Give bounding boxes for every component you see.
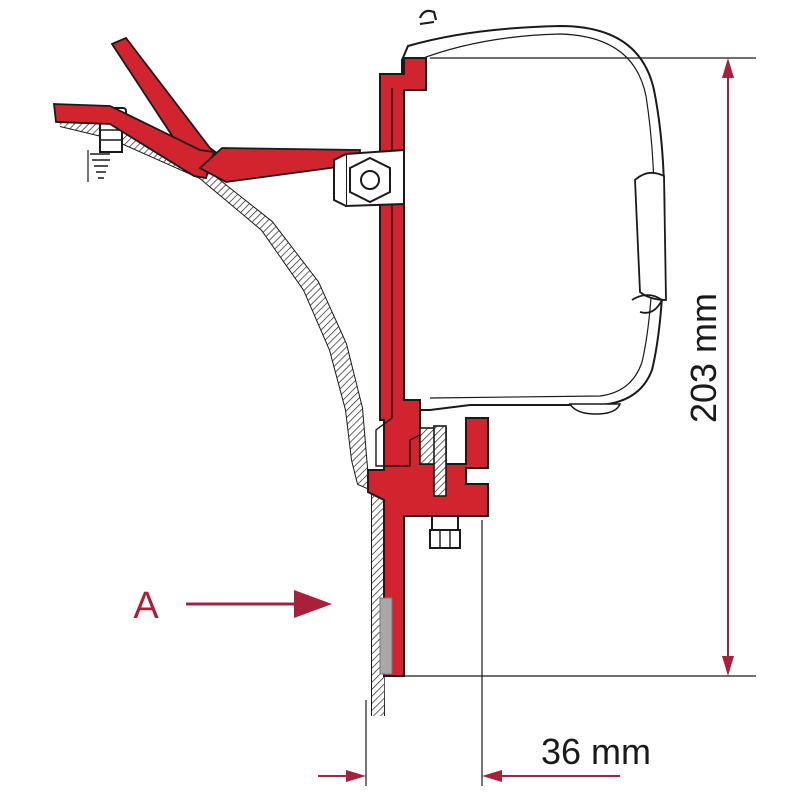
wall-bracket bbox=[367, 57, 489, 677]
awning-cassette bbox=[401, 9, 667, 415]
mounting-bolt bbox=[419, 425, 461, 549]
extension-lines bbox=[365, 57, 756, 786]
callout-arrow bbox=[186, 590, 332, 618]
width-dimension-label: 36 mm bbox=[541, 731, 651, 772]
callout-label: A bbox=[133, 585, 159, 627]
vehicle-body-panel bbox=[57, 117, 385, 717]
clamp-plate bbox=[333, 148, 405, 208]
height-dimension-line bbox=[722, 58, 734, 676]
height-dimension-label: 203 mm bbox=[683, 293, 724, 423]
rubber-strip bbox=[379, 597, 393, 675]
bracket-arm bbox=[52, 36, 361, 183]
width-dimension-line bbox=[318, 770, 620, 782]
